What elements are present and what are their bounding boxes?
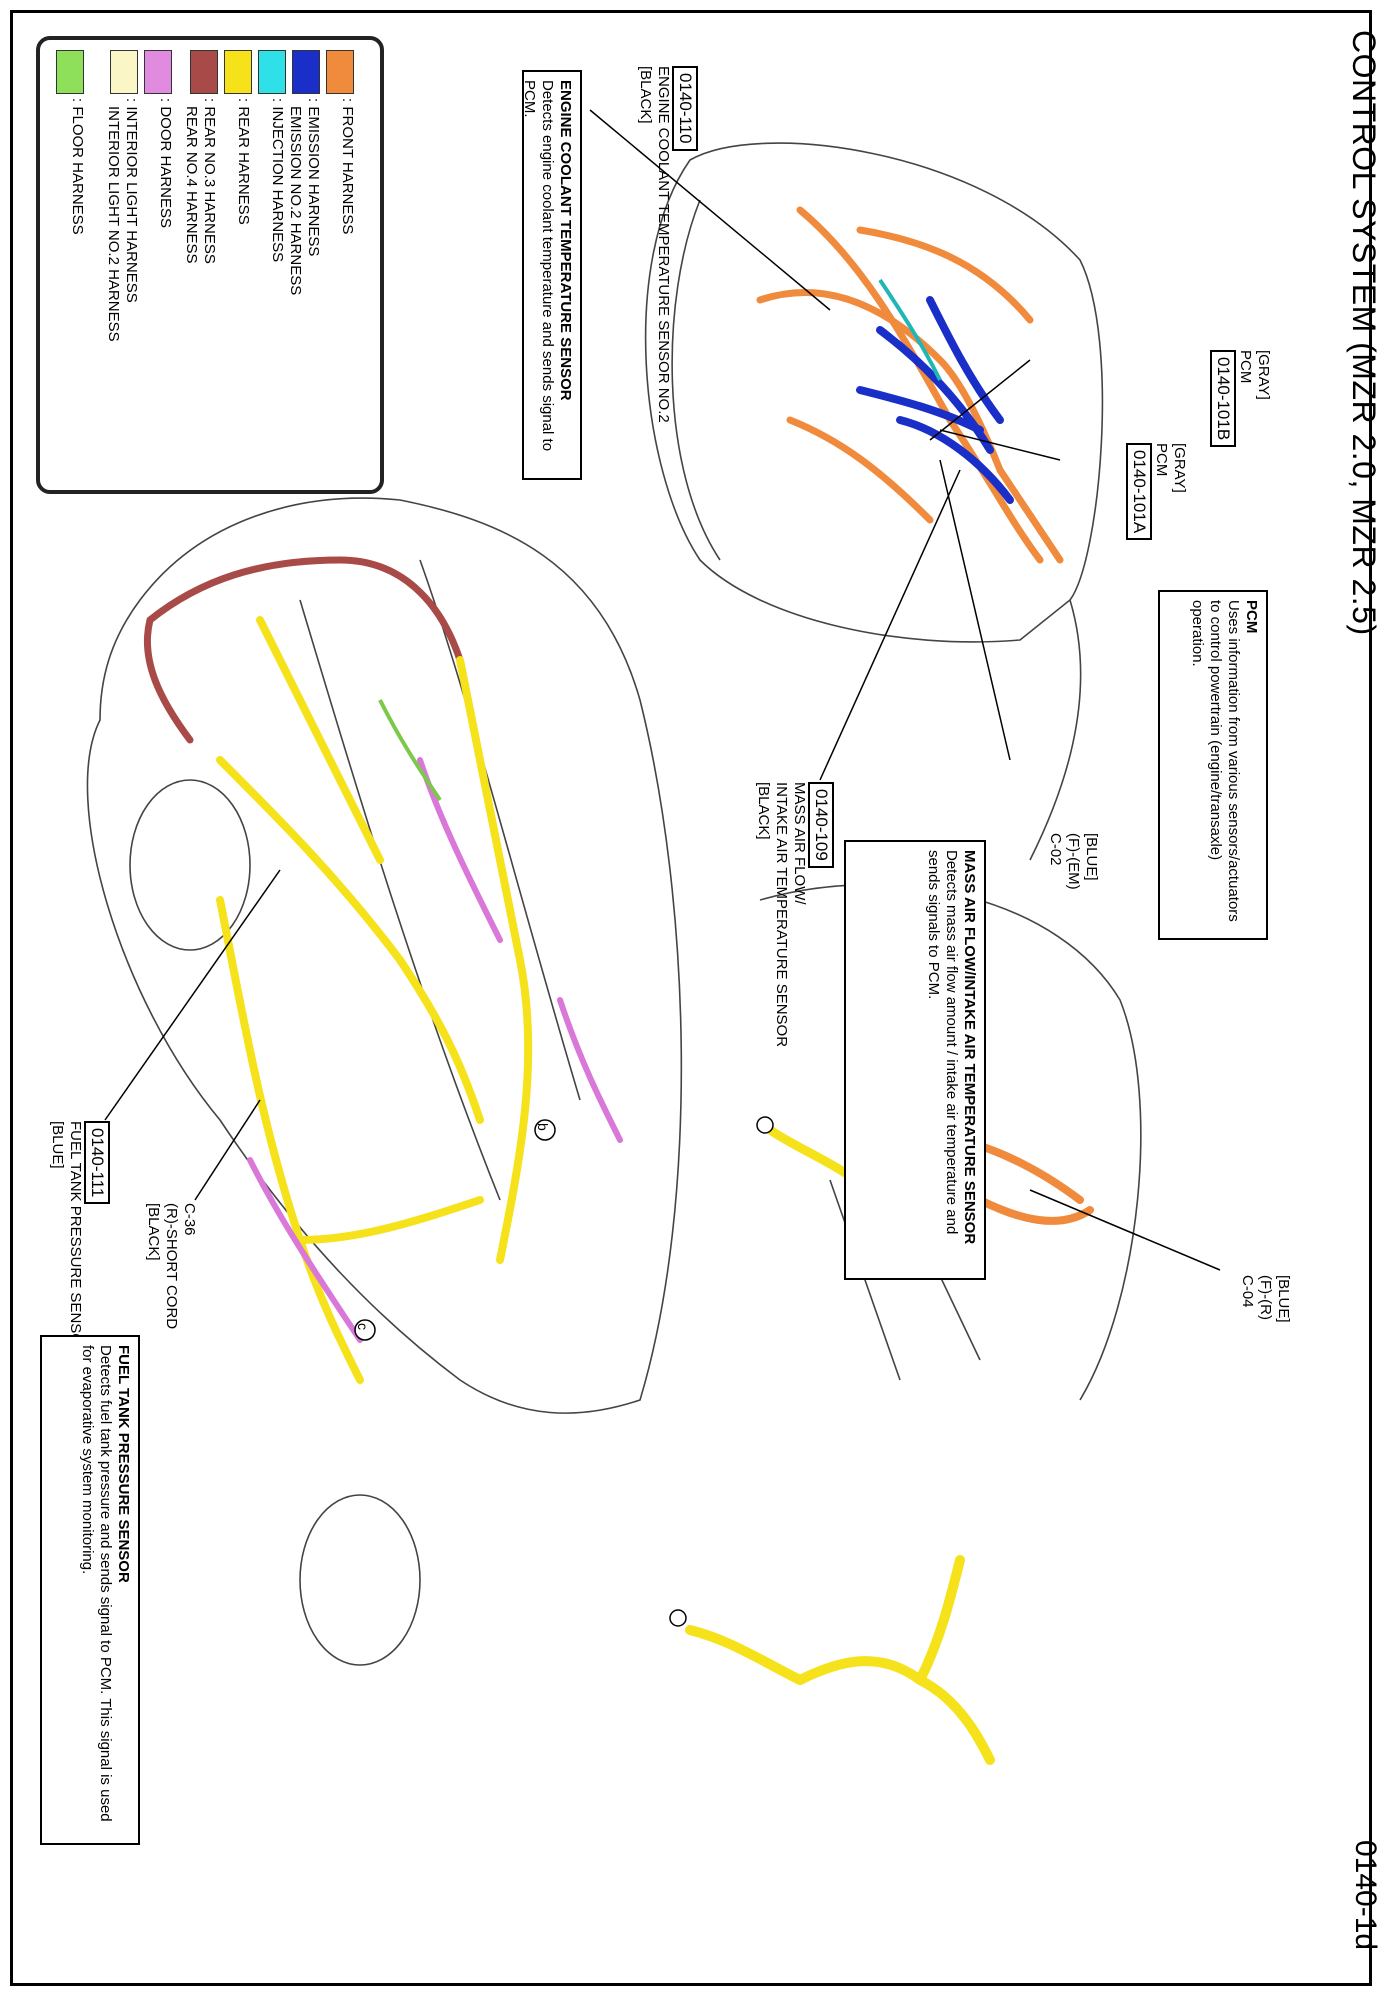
marker-c: c <box>355 1323 371 1330</box>
desc-ect-heading: ENGINE COOLANT TEMPERATURE SENSOR <box>557 80 574 401</box>
ftp-code: 0140-111 <box>84 1121 110 1205</box>
callout-pcm-101a: [GRAY] PCM 0140-101A <box>1126 443 1188 541</box>
callout-c02: [BLUE] (F)-(EM) C-02 <box>1046 833 1100 890</box>
pcm-b-name: PCM <box>1237 350 1254 384</box>
ftp-label: FUEL TANK PRESSURE SENSOR <box>67 1121 84 1356</box>
legend-label-front: : FRONT HARNESS <box>339 98 356 235</box>
c36-id: C-36 <box>181 1203 198 1236</box>
desc-pcm-heading: PCM <box>1243 600 1260 634</box>
c02-id: C-02 <box>1047 833 1064 866</box>
desc-ect-sensor: ENGINE COOLANT TEMPERATURE SENSOR Detect… <box>521 70 582 480</box>
pcm-a-color: [GRAY] <box>1171 443 1188 493</box>
pcm-b-color: [GRAY] <box>1255 350 1272 400</box>
c04-id: C-04 <box>1239 1275 1256 1308</box>
marker-c3-circle <box>669 1609 687 1627</box>
engine-bay-outline <box>644 142 1104 861</box>
legend-label-rear-no4: REAR NO.4 HARNESS <box>183 106 200 264</box>
legend-label-interior-light: : INTERIOR LIGHT HARNESS <box>123 98 140 303</box>
harness-legend: : FRONT HARNESS : EMISSION HARNESS EMISS… <box>36 36 384 494</box>
ect-connector-color: [BLACK] <box>637 66 654 124</box>
callout-ect-sensor: 0140-110 ENGINE COOLANT TEMPERATURE SENS… <box>636 66 698 423</box>
marker-c-circle <box>354 1319 376 1341</box>
desc-maf-sensor: MASS AIR FLOW/INTAKE AIR TEMPERATURE SEN… <box>844 840 986 1280</box>
c04-path: (F)-(R) <box>1257 1275 1274 1320</box>
swatch-rear-harness <box>224 50 252 94</box>
legend-label-emission: : EMISSION HARNESS <box>305 98 322 257</box>
injection-harness-lines <box>878 278 942 381</box>
legend-label-injection: : INJECTION HARNESS <box>269 98 286 263</box>
maf-code: 0140-109 <box>808 782 834 868</box>
floor-harness-lines <box>378 699 442 802</box>
c02-color: [BLUE] <box>1083 833 1100 881</box>
callout-c36: C-36 (R)-SHORT CORD [BLACK] <box>144 1203 198 1329</box>
c02-path: (F)-(EM) <box>1065 833 1082 890</box>
callout-maf-sensor: 0140-109 MASS AIR FLOW/ INTAKE AIR TEMPE… <box>754 782 834 1047</box>
page-title: CONTROL SYSTEM (MZR 2.0, MZR 2.5) <box>1346 30 1382 636</box>
swatch-interior-light-harness <box>110 50 138 94</box>
rear-harness-lines <box>216 616 533 1384</box>
marker-b-circle <box>534 1119 556 1141</box>
callout-ftp-sensor: 0140-111 FUEL TANK PRESSURE SENSOR [BLUE… <box>48 1121 110 1356</box>
legend-label-rear: : REAR HARNESS <box>235 98 252 225</box>
maf-color: [BLACK] <box>755 782 772 840</box>
swatch-door-harness <box>144 50 172 94</box>
legend-label-interior-light-no2: INTERIOR LIGHT NO.2 HARNESS <box>105 106 122 342</box>
c36-path: (R)-SHORT CORD <box>163 1203 180 1330</box>
ftp-color: [BLUE] <box>49 1121 66 1169</box>
c36-color: [BLACK] <box>145 1203 162 1261</box>
desc-ftp-body: Detects fuel tank pressure and sends sig… <box>79 1345 114 1822</box>
ect-code: 0140-110 <box>672 66 698 151</box>
desc-ftp-sensor: FUEL TANK PRESSURE SENSOR Detects fuel t… <box>40 1335 140 1845</box>
swatch-floor-harness <box>56 50 84 94</box>
swatch-emission-harness <box>292 50 320 94</box>
legend-label-rear-no3: : REAR NO.3 HARNESS <box>201 98 218 264</box>
callout-c04: [BLUE] (F)-(R) C-04 <box>1238 1275 1292 1323</box>
ect-label: ENGINE COOLANT TEMPERATURE SENSOR NO.2 <box>655 66 672 423</box>
legend-label-floor: : FLOOR HARNESS <box>69 98 86 235</box>
desc-maf-body: Detects mass air flow amount / intake ai… <box>925 850 960 1235</box>
desc-ect-body: Detects engine coolant temperature and s… <box>521 80 556 452</box>
desc-pcm: PCM Uses information from various sensor… <box>1158 590 1268 940</box>
page-number: 0140-1d <box>1349 1840 1382 1951</box>
marker-c2-circle <box>756 1116 774 1134</box>
emission-harness-lines <box>856 296 1014 504</box>
marker-b: b <box>535 1123 551 1131</box>
page-frame <box>10 10 1372 1986</box>
leader-lines <box>104 109 1221 1271</box>
desc-maf-heading: MASS AIR FLOW/INTAKE AIR TEMPERATURE SEN… <box>961 850 978 1245</box>
swatch-front-harness <box>326 50 354 94</box>
pcm-a-name: PCM <box>1153 443 1170 477</box>
circle-markers <box>354 1116 774 1627</box>
callout-pcm-101b: [GRAY] PCM 0140-101B <box>1210 350 1272 448</box>
desc-ftp-heading: FUEL TANK PRESSURE SENSOR <box>115 1345 132 1583</box>
legend-label-emission-no2: EMISSION NO.2 HARNESS <box>287 106 304 296</box>
desc-pcm-body: Uses information from various sensors/ac… <box>1189 600 1242 922</box>
pcm-a-code: 0140-101A <box>1126 443 1152 541</box>
rear-harness-fuel <box>685 1555 995 1765</box>
front-harness-lines <box>756 206 1064 564</box>
maf-line1: MASS AIR FLOW/ <box>791 782 808 905</box>
maf-line2: INTAKE AIR TEMPERATURE SENSOR <box>773 782 790 1048</box>
swatch-injection-harness <box>258 50 286 94</box>
pcm-b-code: 0140-101B <box>1210 350 1236 448</box>
rear-no3-harness-lines <box>143 556 464 744</box>
legend-label-door: : DOOR HARNESS <box>157 98 174 229</box>
swatch-rear-no3-harness <box>190 50 218 94</box>
c04-color: [BLUE] <box>1275 1275 1292 1323</box>
